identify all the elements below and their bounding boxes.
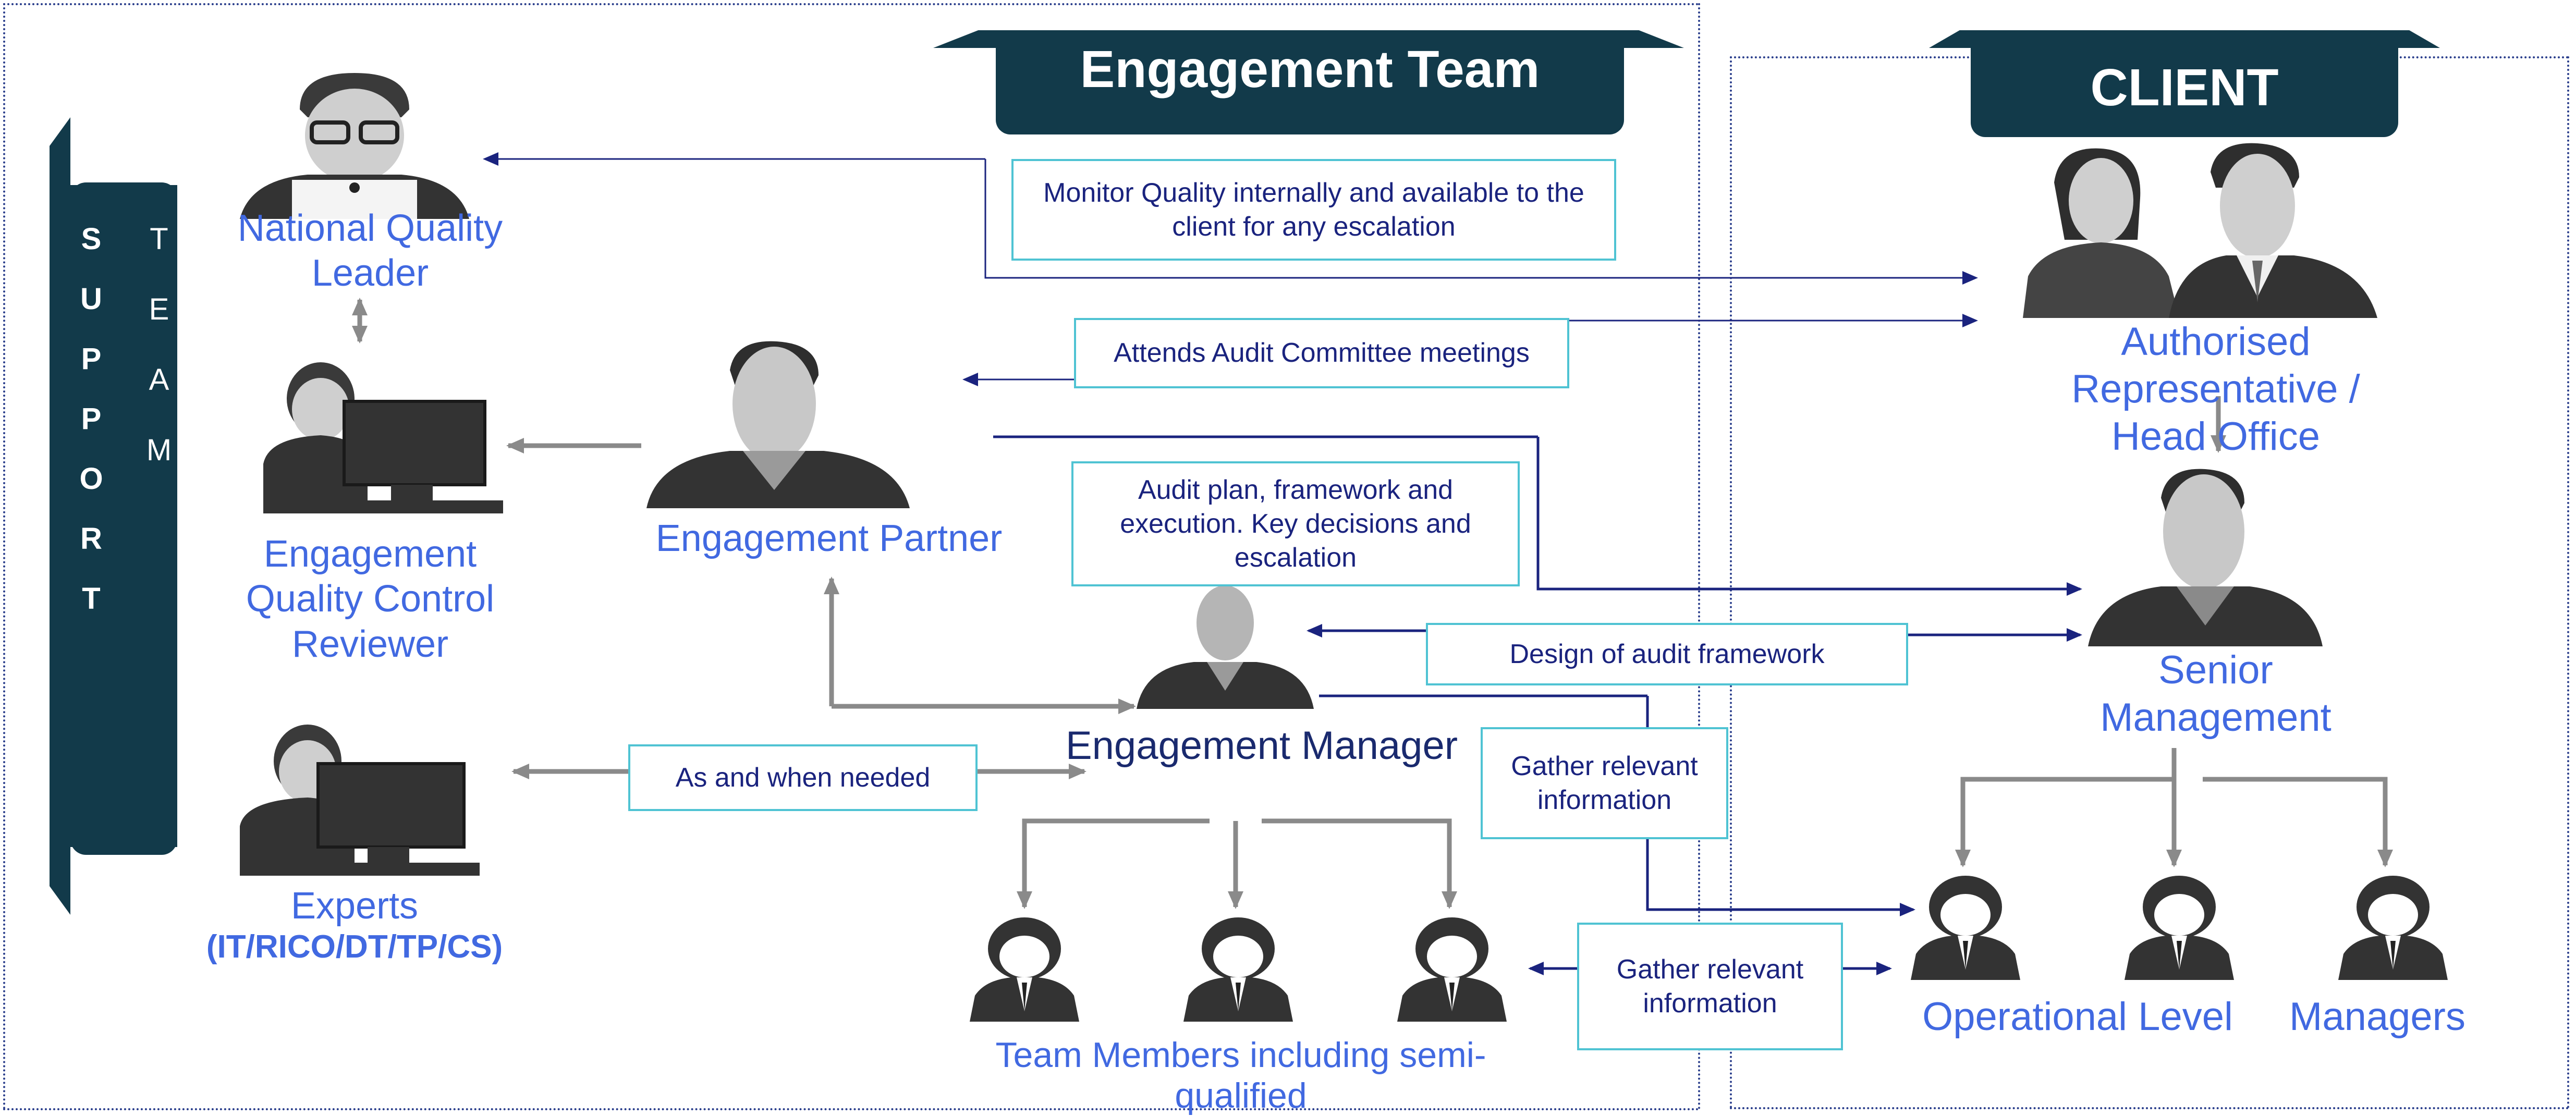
gather-info-box-2: Gather relevant information	[1577, 923, 1843, 1050]
design-framework-text: Design of audit framework	[1509, 639, 1825, 669]
monitor-quality-connector	[483, 152, 1978, 285]
authorised-representative-label: Authorised Representative / Head Office	[2071, 320, 2360, 459]
managers-label: Managers	[2289, 995, 2465, 1039]
experts-sublabel: (IT/RICO/DT/TP/CS)	[206, 929, 503, 965]
support-letter: O	[79, 462, 103, 496]
operational-level-icon	[2125, 876, 2234, 980]
team-members-label: Team Members including semi-qualified	[995, 1035, 1486, 1116]
engagement-manager-label: Engagement Manager	[1065, 723, 1458, 768]
support-team-banner-shape	[50, 117, 177, 915]
client-header-text: CLIENT	[2090, 58, 2279, 117]
partner-senior-connector	[993, 435, 2080, 589]
team-letter: M	[146, 433, 172, 467]
team-letter: T	[150, 222, 168, 256]
support-letter: R	[80, 522, 102, 556]
client-header: CLIENT	[1971, 30, 2398, 137]
team-letter: E	[149, 292, 169, 326]
audit-plan-box: Audit plan, framework and execution. Key…	[1071, 461, 1520, 586]
as-needed-text: As and when needed	[675, 762, 931, 793]
national-quality-leader-icon	[240, 73, 469, 219]
engagement-team-header-text: Engagement Team	[1080, 40, 1540, 99]
gather-info-text-2: Gather relevant information	[1616, 954, 1804, 1019]
senior-management-label: Senior Management	[2100, 648, 2331, 740]
experts-label: Experts	[290, 885, 419, 927]
engagement-partner-icon	[646, 341, 910, 508]
team-member-icon	[1183, 917, 1293, 1022]
as-needed-box: As and when needed	[628, 744, 978, 811]
engagement-team-header: Engagement Team	[996, 30, 1624, 134]
managers-icon	[2338, 876, 2448, 980]
engagement-team-frame	[3, 3, 1700, 1110]
design-framework-box: Design of audit framework	[1426, 623, 1908, 685]
engagement-manager-icon	[1137, 585, 1314, 709]
engagement-partner-label: Engagement Partner	[655, 518, 1003, 559]
operational-level-icon	[1911, 876, 2020, 980]
support-letter: P	[81, 402, 102, 436]
support-letter: S	[81, 222, 102, 256]
attends-audit-committee-text: Attends Audit Committee meetings	[1114, 338, 1530, 368]
monitor-quality-text: Monitor Quality internally and available…	[1043, 177, 1584, 242]
gray-connectors	[352, 298, 2393, 909]
team-member-icon	[1397, 917, 1507, 1022]
audit-plan-text: Audit plan, framework and execution. Key…	[1120, 474, 1471, 573]
design-framework-connector	[1307, 624, 2082, 642]
monitor-quality-box: Monitor Quality internally and available…	[1011, 159, 1616, 261]
experts-icon	[240, 725, 480, 876]
gather-info-box-1: Gather relevant information	[1481, 727, 1728, 839]
authorised-representative-icon	[2023, 143, 2377, 318]
audit-committee-connector	[962, 314, 1978, 386]
support-letter: T	[82, 582, 101, 616]
eqcr-label: Engagement Quality Control Reviewer	[246, 533, 495, 665]
support-letter: U	[80, 282, 102, 316]
gather-info-text-1: Gather relevant information	[1511, 751, 1698, 815]
team-member-icon	[970, 917, 1079, 1022]
operational-level-label: Operational Level	[1922, 995, 2233, 1039]
senior-management-icon	[2088, 469, 2323, 646]
support-letter: P	[81, 342, 102, 376]
eqcr-icon	[263, 362, 503, 513]
team-letter: A	[149, 363, 169, 397]
attends-audit-committee-box: Attends Audit Committee meetings	[1074, 318, 1569, 388]
national-quality-leader-label: National Quality Leader	[237, 207, 503, 295]
